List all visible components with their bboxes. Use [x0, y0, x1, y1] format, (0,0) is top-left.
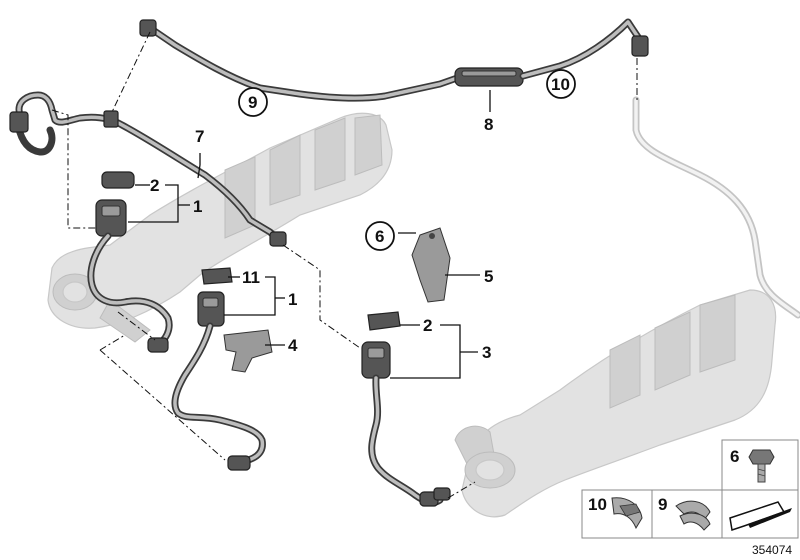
intake-manifold-left [47, 112, 393, 343]
callouts: 7 2 1 11 1 4 5 2 3 8 9 10 6 [150, 69, 576, 362]
diagram-id: 354074 [752, 543, 792, 557]
right-hose-assembly [361, 311, 451, 507]
intake-manifold-right [454, 289, 777, 518]
callout-10: 10 [551, 75, 570, 94]
clip-10-icon [611, 497, 643, 530]
callout-4: 4 [288, 336, 298, 355]
bolt-icon [748, 449, 775, 483]
legend-label-6: 6 [730, 447, 739, 466]
callout-3: 3 [482, 343, 491, 362]
legend: 6 10 9 [581, 439, 799, 539]
left-hose-assembly [87, 171, 173, 353]
ghost-vent-pipe [632, 96, 800, 319]
callout-1-left: 1 [193, 197, 202, 216]
direction-arrow-icon [729, 501, 792, 531]
center-hose-assembly [171, 267, 266, 471]
callout-2-right: 2 [423, 316, 432, 335]
callout-1-center: 1 [288, 290, 297, 309]
callout-7: 7 [195, 127, 204, 146]
callout-11: 11 [242, 268, 260, 287]
callout-6: 6 [375, 227, 384, 246]
callout-8: 8 [484, 115, 493, 134]
bracket-5 [411, 227, 451, 303]
callout-2-left: 2 [150, 176, 159, 195]
callout-9: 9 [248, 93, 257, 112]
vent-line-7 [9, 91, 287, 247]
reference-lines [51, 31, 638, 499]
clip-9-icon [675, 500, 711, 531]
bracket-4 [223, 329, 273, 373]
legend-label-9: 9 [658, 495, 667, 514]
legend-label-10: 10 [588, 495, 607, 514]
leader-lines [128, 90, 491, 379]
callout-5: 5 [484, 267, 493, 286]
vent-line-8 [139, 18, 649, 102]
